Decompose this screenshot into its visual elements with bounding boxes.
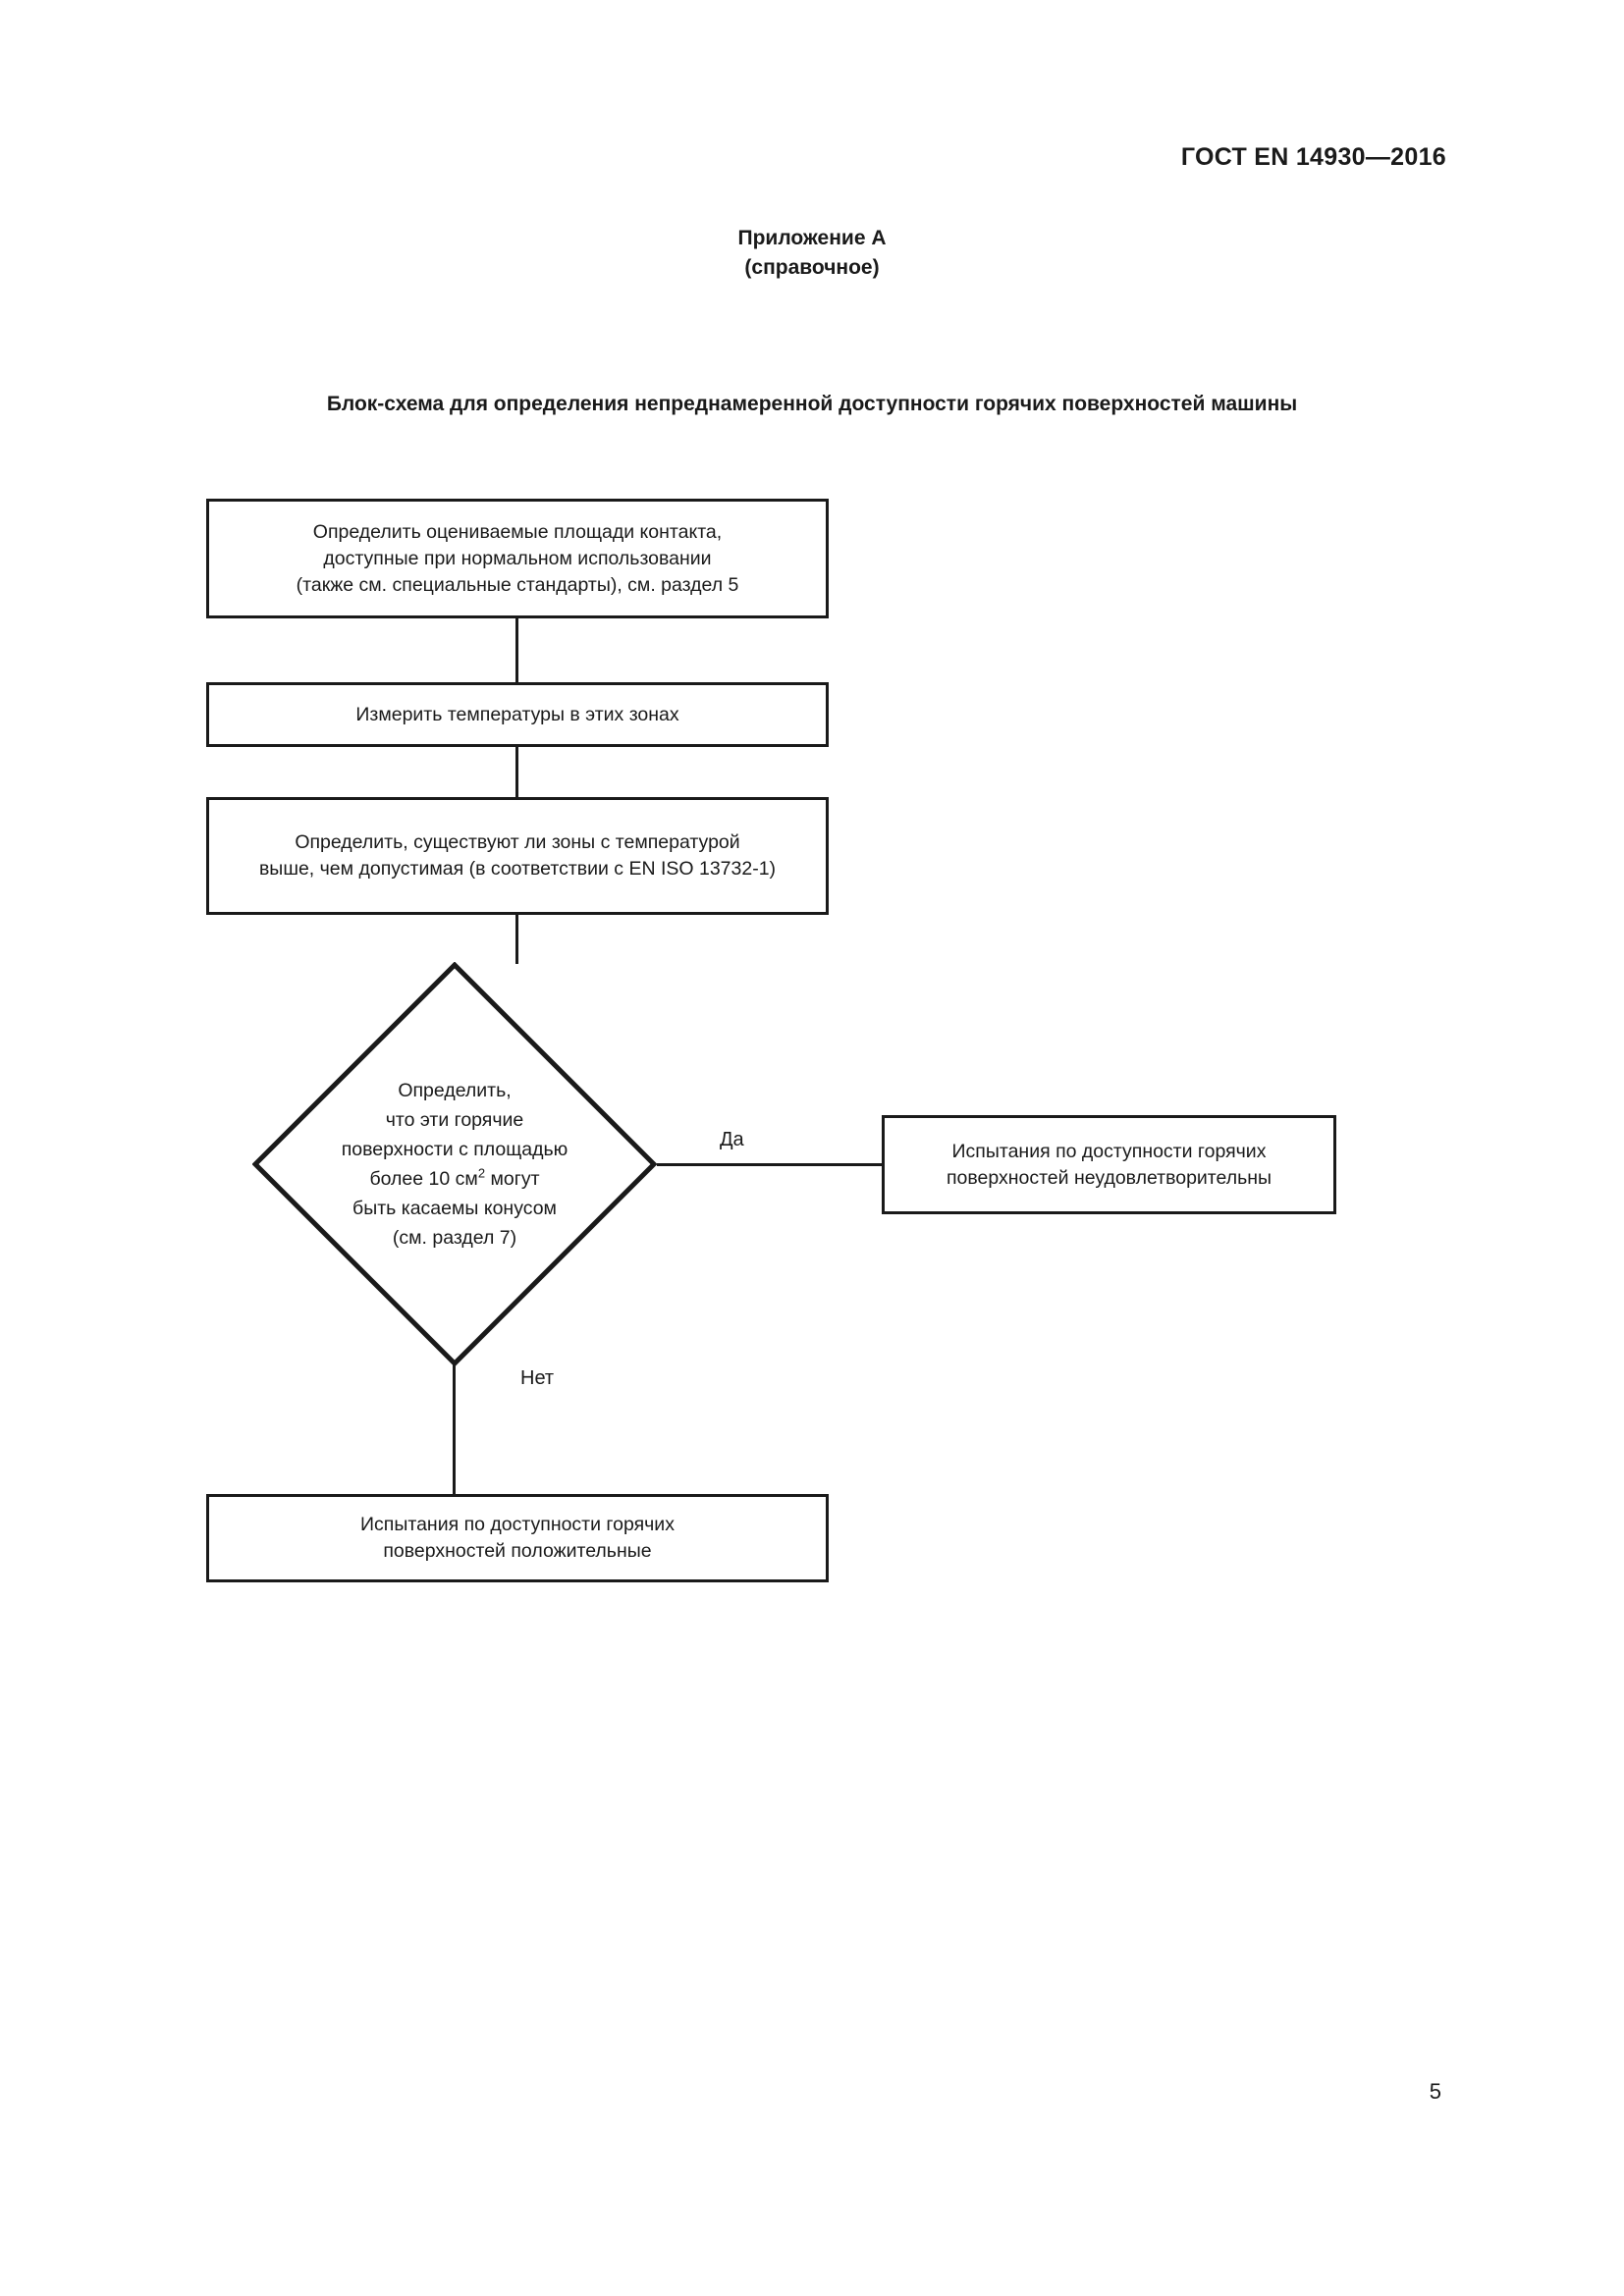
- node-text-line: Определить, существуют ли зоны с темпера…: [295, 831, 740, 853]
- node-text-line: Испытания по доступности горячих: [360, 1514, 675, 1535]
- flow-node-result-negative: Испытания по доступности горячих поверхн…: [882, 1115, 1336, 1214]
- connector-contact-to-measure: [515, 618, 518, 684]
- node-text-line: могут: [485, 1168, 540, 1190]
- connector-no-branch: [453, 1362, 456, 1494]
- annex-title-block: Приложение А (справочное): [0, 224, 1624, 283]
- section-heading: Блок-схема для определения непреднамерен…: [326, 393, 1298, 415]
- node-text-line: доступные при нормальном использовании: [323, 547, 712, 569]
- document-header: ГОСТ EN 14930—2016: [1180, 143, 1446, 171]
- node-text-line: (см. раздел 7): [392, 1227, 517, 1249]
- node-text-line: Испытания по доступности горячих: [951, 1140, 1267, 1162]
- flow-node-contact-areas: Определить оцениваемые площади контакта,…: [206, 499, 829, 618]
- node-text-line: что эти горячие: [385, 1109, 524, 1131]
- annex-subtitle: (справочное): [744, 256, 880, 279]
- node-text-line: Определить оцениваемые площади контакта,: [312, 520, 723, 543]
- annex-title: Приложение А: [737, 227, 887, 249]
- node-text-line: Измерить температуры в этих зонах: [355, 703, 679, 725]
- node-text-line: поверхностей положительные: [383, 1540, 652, 1562]
- branch-label-yes: Да: [720, 1129, 744, 1150]
- branch-label-no: Нет: [520, 1367, 555, 1389]
- connector-yes-branch: [657, 1163, 885, 1166]
- node-text-line: (также см. специальные стандарты), см. р…: [296, 573, 739, 596]
- connector-measure-to-determine: [515, 747, 518, 799]
- node-text-line: выше, чем допустимая (в соответствии с E…: [258, 858, 777, 880]
- node-text-line: быть касаемы конусом: [352, 1198, 557, 1219]
- node-text-line: Определить,: [398, 1080, 512, 1101]
- flow-node-decision: Определить, что эти горячие поверхности …: [252, 962, 657, 1366]
- node-text-line: поверхностей неудовлетворительны: [946, 1166, 1272, 1189]
- flow-node-measure-temperature: Измерить температуры в этих зонах: [206, 682, 829, 747]
- flow-node-result-positive: Испытания по доступности горячих поверхн…: [206, 1494, 829, 1582]
- node-text-line: поверхности с площадью: [341, 1139, 568, 1160]
- connector-determine-to-decision: [515, 915, 518, 964]
- page-number: 5: [1429, 2079, 1441, 2104]
- node-text-superscript: 2: [477, 1165, 486, 1181]
- decision-text: Определить, что эти горячие поверхности …: [307, 1076, 602, 1253]
- node-text-line: более 10 см: [369, 1168, 478, 1190]
- flow-node-determine-zones: Определить, существуют ли зоны с темпера…: [206, 797, 829, 915]
